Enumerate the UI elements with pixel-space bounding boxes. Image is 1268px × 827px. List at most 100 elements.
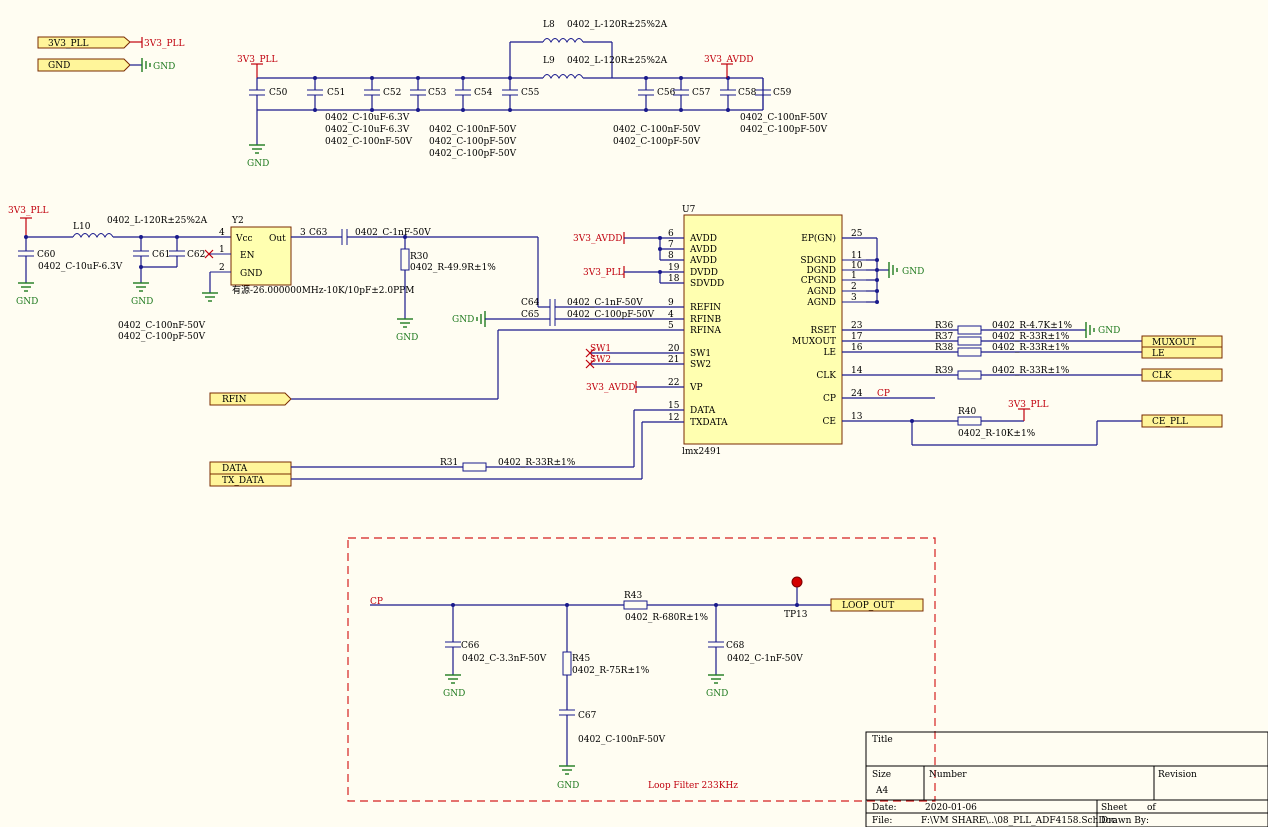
port-clk[interactable]: CLK bbox=[1141, 368, 1223, 382]
power-label-3v3-pll-u7: 3V3_PLL bbox=[583, 268, 623, 278]
ground-icon bbox=[708, 674, 724, 684]
net-label-cp-u7: CP bbox=[877, 389, 890, 399]
number-label: Number bbox=[929, 770, 967, 780]
u7-pin-name: AGND bbox=[806, 287, 836, 297]
label-C62: C62 bbox=[187, 250, 205, 260]
u7-pin-name: EP(GN) bbox=[801, 233, 836, 244]
value-C54: 0402_C-100nF-50V bbox=[429, 125, 517, 135]
date-label: Date: bbox=[872, 803, 897, 813]
oscillator-Y2[interactable] bbox=[230, 226, 292, 286]
u7-pin-number: 7 bbox=[668, 240, 674, 250]
u7-pin-name: AVDD bbox=[689, 245, 717, 255]
u7-pin-number: 2 bbox=[851, 282, 857, 292]
u7-pin-number: 24 bbox=[851, 389, 863, 399]
ground-icon bbox=[888, 262, 898, 278]
resistor-R30 bbox=[400, 248, 410, 271]
u7-pin-name: AVDD bbox=[689, 234, 717, 244]
label-R36: R36 bbox=[935, 321, 954, 331]
svg-text:LE: LE bbox=[1152, 349, 1165, 359]
file-label: File: bbox=[872, 816, 892, 826]
ic-U7[interactable] bbox=[683, 214, 843, 445]
port-le[interactable]: LE bbox=[1141, 346, 1223, 359]
label-R37: R37 bbox=[935, 332, 954, 342]
u7-pin-name: CP bbox=[823, 394, 836, 404]
u7-pin-number: 4 bbox=[668, 310, 674, 320]
revision-label: Revision bbox=[1158, 770, 1197, 780]
label-L10: L10 bbox=[73, 222, 91, 232]
u7-pin-name: CPGND bbox=[801, 276, 836, 286]
ground-icon bbox=[133, 282, 149, 292]
port-tx-data[interactable]: TX_DATA bbox=[209, 473, 292, 487]
value-R30: 0402_R-49.9R±1% bbox=[410, 263, 496, 273]
sheet-label: Sheet bbox=[1101, 803, 1128, 813]
value-R36: 0402_R-4.7K±1% bbox=[992, 321, 1073, 331]
ground-icon bbox=[397, 318, 413, 328]
svg-text:TX_DATA: TX_DATA bbox=[222, 476, 265, 486]
u7-pin-number: 14 bbox=[851, 366, 863, 376]
u7-pin-name: LE bbox=[823, 348, 836, 358]
port-muxout[interactable]: MUXOUT bbox=[1141, 335, 1223, 348]
power-label-gnd-u7: GND bbox=[902, 267, 924, 277]
resistor-R38 bbox=[957, 347, 982, 357]
port-3v3-pll-top[interactable]: 3V3_PLL bbox=[37, 36, 131, 49]
capacitor-bank-2 bbox=[364, 76, 380, 112]
power-label-gnd-bank: GND bbox=[247, 159, 269, 169]
svg-text:MUXOUT: MUXOUT bbox=[1152, 338, 1196, 348]
label-C54: C54 bbox=[474, 88, 493, 98]
title-block bbox=[865, 731, 1268, 827]
of-label: of bbox=[1147, 803, 1156, 813]
port-rfin[interactable]: RFIN bbox=[209, 392, 292, 406]
label-C57: C57 bbox=[692, 88, 711, 98]
value-R43: 0402_R-680R±1% bbox=[625, 613, 708, 623]
u7-pin-number: 22 bbox=[668, 378, 679, 388]
value-C63: 0402_C-1nF-50V bbox=[355, 228, 431, 238]
net-label-sw2: SW2 bbox=[590, 355, 611, 365]
label-U7: U7 bbox=[682, 205, 696, 215]
value-C62: 0402_C-100pF-50V bbox=[118, 332, 206, 342]
value-R40: 0402_R-10K±1% bbox=[958, 429, 1036, 439]
label-R31: R31 bbox=[440, 458, 458, 468]
value-R38: 0402_R-33R±1% bbox=[992, 343, 1070, 353]
port-loop-out[interactable]: LOOP_OUT bbox=[830, 598, 924, 612]
svg-text:RFIN: RFIN bbox=[222, 395, 247, 405]
pin-gnd: GND bbox=[240, 269, 262, 279]
label-C64: C64 bbox=[521, 298, 540, 308]
date-value: 2020-01-06 bbox=[925, 803, 977, 813]
ground-icon bbox=[559, 765, 575, 775]
value-C65: 0402_C-100pF-50V bbox=[567, 310, 655, 320]
resistor-R39 bbox=[957, 370, 982, 380]
file-value: F:\VM SHARE\..\08_PLL_ADF4158.SchDoc bbox=[921, 816, 1116, 826]
ground-icon bbox=[445, 674, 461, 684]
power-label-3v3-avdd-u7: 3V3_AVDD bbox=[573, 234, 622, 244]
u7-pin-number: 16 bbox=[851, 343, 863, 353]
label-C56: C56 bbox=[657, 88, 676, 98]
test-point-TP13[interactable] bbox=[791, 576, 803, 588]
u7-pin-number: 3 bbox=[851, 293, 857, 303]
u7-pin-number: 9 bbox=[668, 298, 674, 308]
inductor-L8 bbox=[542, 38, 584, 44]
value-L8: 0402_L-120R±25%2A bbox=[567, 20, 668, 30]
u7-pin-name: SDGND bbox=[800, 256, 836, 266]
value-R37: 0402_R-33R±1% bbox=[992, 332, 1070, 342]
value-C52: 0402_C-10uF-6.3V bbox=[325, 125, 410, 135]
label-C50: C50 bbox=[269, 88, 288, 98]
resistor-R45 bbox=[562, 651, 572, 676]
port-ce-pll[interactable]: CE_PLL bbox=[1141, 414, 1223, 428]
svg-text:CLK: CLK bbox=[1152, 371, 1172, 381]
svg-text:CE_PLL: CE_PLL bbox=[1152, 417, 1188, 427]
pin-out: Out bbox=[269, 234, 286, 244]
capacitor-bank-8 bbox=[720, 76, 736, 112]
u7-pin-name: DGND bbox=[807, 266, 837, 276]
loop-filter-region bbox=[347, 537, 936, 802]
u7-pin-name: SW1 bbox=[690, 349, 711, 359]
value-L9: 0402_L-120R±25%2A bbox=[567, 56, 668, 66]
port-data[interactable]: DATA bbox=[209, 461, 292, 475]
port-gnd-top[interactable]: GND bbox=[37, 58, 131, 72]
size-label: Size bbox=[872, 770, 891, 780]
u7-pin-name: RSET bbox=[810, 326, 836, 336]
pin-num-4: 4 bbox=[219, 228, 225, 238]
